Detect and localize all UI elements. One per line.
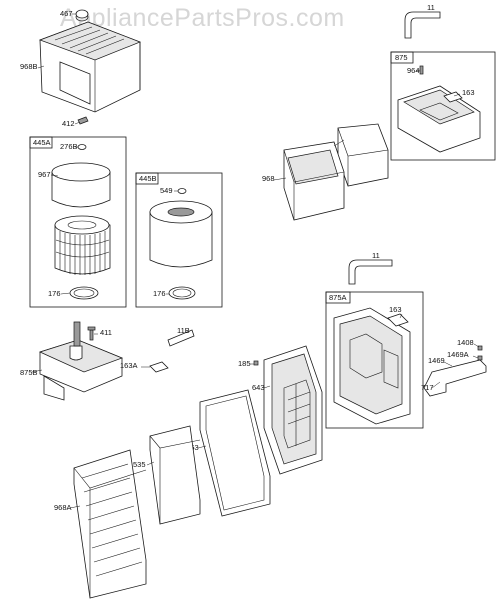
- part-445-precleaner[interactable]: [337, 123, 389, 187]
- part-968-element[interactable]: [283, 141, 345, 221]
- leader-lines: [31, 13, 480, 509]
- callout-176-b: 176: [153, 289, 166, 298]
- callout-643: 643: [252, 383, 265, 392]
- callout-535: 535: [133, 460, 146, 469]
- part-467-knob[interactable]: [75, 9, 89, 22]
- callout-11-mid: 11: [372, 251, 380, 260]
- box-445a-label: 445A: [33, 138, 51, 147]
- part-643-screen[interactable]: [263, 345, 323, 475]
- callout-467: 467: [60, 9, 73, 18]
- callout-967: 967: [38, 170, 51, 179]
- callout-412: 412: [62, 119, 75, 128]
- part-11b-hose[interactable]: [167, 329, 195, 347]
- box-875a-label: 875A: [329, 293, 347, 302]
- part-1469a-nut[interactable]: [477, 355, 483, 361]
- callout-717: 717: [421, 383, 434, 392]
- callout-968a: 968A: [54, 503, 72, 512]
- box-445b-tag: [135, 172, 159, 185]
- callout-11b: 11B: [177, 326, 190, 335]
- part-163a-gasket[interactable]: [149, 361, 169, 373]
- part-11-hose-top[interactable]: [404, 11, 441, 39]
- callout-163-mid: 163: [389, 305, 402, 314]
- part-964-pin[interactable]: [419, 65, 424, 75]
- part-717-bracket[interactable]: [423, 359, 487, 397]
- box-875a: [325, 291, 424, 429]
- callout-176-a: 176: [48, 289, 61, 298]
- part-163-gasket-mid[interactable]: [387, 313, 409, 327]
- box-875a-tag: [325, 291, 351, 304]
- callout-411: 411: [100, 328, 112, 337]
- callout-968b: 968B: [20, 62, 38, 71]
- callout-964: 964: [407, 66, 420, 75]
- part-276b-washer[interactable]: [77, 144, 87, 150]
- part-176-seal-b[interactable]: [168, 286, 196, 300]
- callout-163a: 163A: [120, 361, 138, 370]
- part-968a-element[interactable]: [73, 449, 147, 599]
- callout-1469a: 1469A: [447, 350, 469, 359]
- callout-163-top: 163: [462, 88, 475, 97]
- part-11-hose-mid[interactable]: [348, 259, 393, 285]
- callout-875b: 875B: [20, 368, 38, 377]
- part-967-foam-sleeve[interactable]: [51, 162, 111, 208]
- callout-968: 968: [262, 174, 275, 183]
- callout-1408: 1408: [457, 338, 474, 347]
- part-875a-base[interactable]: [333, 307, 411, 425]
- part-412-screw[interactable]: [77, 116, 89, 125]
- part-968b-cover[interactable]: [38, 21, 141, 113]
- part-filter-cartridge-445b[interactable]: [149, 200, 213, 268]
- callout-549: 549: [160, 186, 173, 195]
- part-163-gasket-top[interactable]: [443, 91, 463, 103]
- part-549-washer[interactable]: [177, 188, 187, 194]
- part-1408-screw[interactable]: [477, 345, 483, 351]
- callout-11-top: 11: [427, 3, 435, 12]
- part-875-base[interactable]: [397, 85, 481, 153]
- callout-185: 185: [238, 359, 251, 368]
- box-445b: [135, 172, 223, 308]
- box-445b-label: 445B: [139, 174, 157, 183]
- box-875-label: 875: [395, 53, 408, 62]
- part-filter-cartridge-445a[interactable]: [54, 215, 111, 275]
- part-176-seal-a[interactable]: [69, 286, 99, 300]
- callout-276b: 276B: [60, 142, 78, 151]
- part-1453-seal[interactable]: [199, 389, 271, 517]
- callout-1469: 1469: [428, 356, 445, 365]
- part-411-bolt[interactable]: [87, 326, 96, 341]
- box-875-tag: [390, 51, 414, 64]
- part-185-nut[interactable]: [253, 360, 259, 366]
- box-445a-tag: [29, 136, 53, 149]
- part-875b-base[interactable]: [39, 321, 123, 401]
- box-875: [390, 51, 496, 161]
- box-445a: [29, 136, 127, 308]
- part-535-foam[interactable]: [149, 425, 201, 525]
